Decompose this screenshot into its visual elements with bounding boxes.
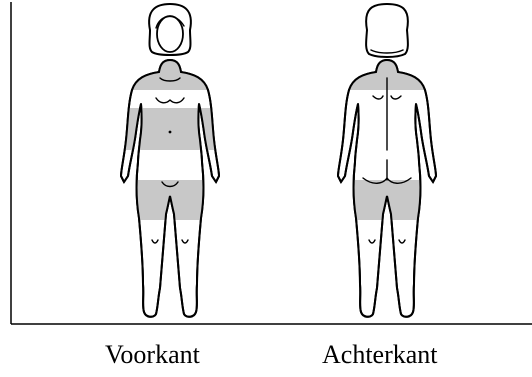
- front-figure: [110, 4, 230, 317]
- front-view-label: Voorkant: [105, 340, 200, 370]
- front-shoulders-region: [110, 60, 230, 90]
- back-view-label: Achterkant: [322, 340, 438, 370]
- back-figure: [327, 4, 447, 317]
